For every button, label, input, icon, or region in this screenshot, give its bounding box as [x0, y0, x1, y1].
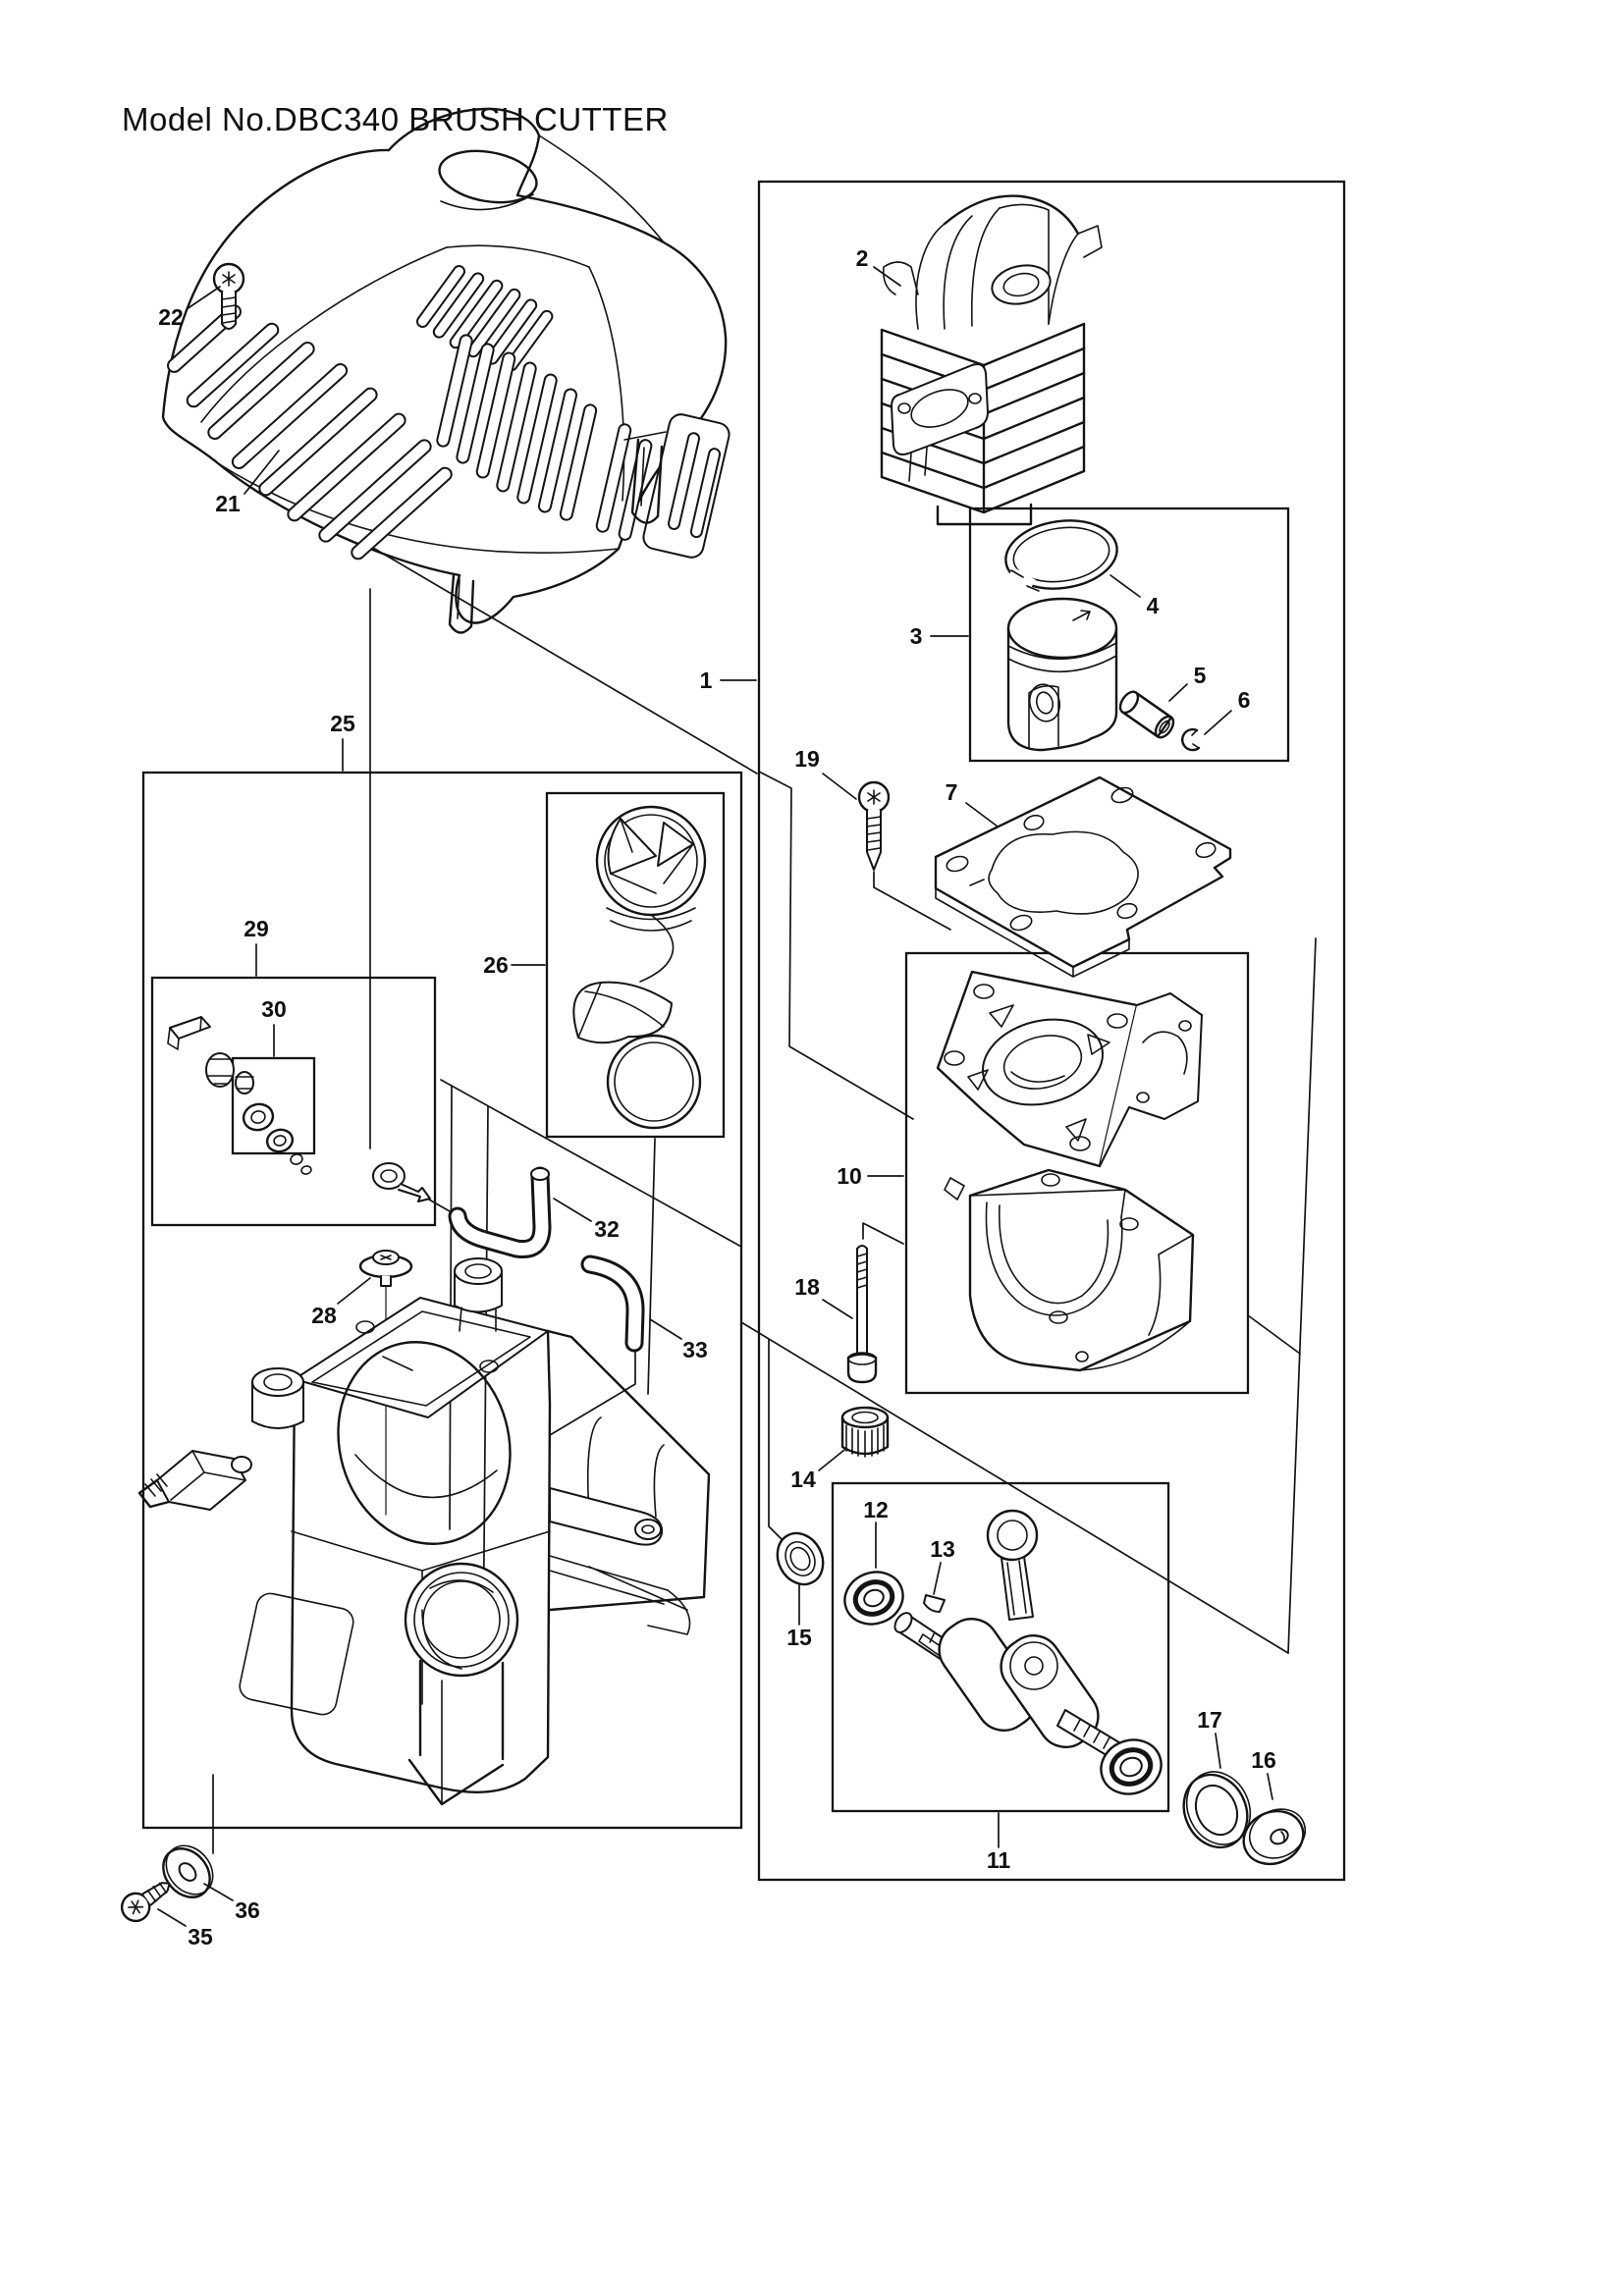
part-label-14: 14 [790, 1467, 816, 1492]
part-label-2: 2 [856, 245, 869, 271]
part-label-3: 3 [910, 623, 923, 649]
diagram-title: Model No.DBC340 BRUSH CUTTER [122, 101, 669, 137]
part-label-33: 33 [682, 1337, 708, 1362]
part-label-5: 5 [1194, 663, 1207, 688]
part-spacer-16 [1242, 1808, 1307, 1866]
projection-lines [212, 547, 1317, 1854]
part-label-4: 4 [1147, 593, 1160, 618]
part-crankcase-lower [944, 1168, 1195, 1372]
part-label-1: 1 [700, 667, 713, 693]
housing-left-bracket [137, 1450, 252, 1511]
part-number-labels: 1 2 3 4 5 6 7 10 11 12 13 14 15 16 17 18… [158, 245, 1276, 1949]
group-box-piston-3 [968, 507, 1290, 763]
part-key-13 [923, 1594, 946, 1613]
tank-label-recess [239, 1592, 354, 1716]
cover-louvers-top-right [415, 265, 554, 372]
part-label-21: 21 [215, 491, 241, 516]
part-oil-seal-15 [776, 1531, 825, 1586]
part-cylinder-2 [880, 194, 1103, 526]
group-box-carb-29 [150, 976, 437, 1227]
part-label-10: 10 [837, 1163, 862, 1189]
part-washer-17 [1182, 1771, 1252, 1849]
part-label-25: 25 [330, 711, 355, 736]
part-crankshaft-11 [893, 1509, 1163, 1795]
housing-boss-left [251, 1367, 304, 1429]
spark-plug-boss [991, 264, 1052, 305]
part-engine-cover-21 [161, 107, 730, 634]
part-main-housing [137, 1257, 711, 1806]
part-label-18: 18 [794, 1274, 820, 1300]
part-washer-36 [162, 1844, 214, 1898]
group-box-crankshaft-11 [831, 1481, 1170, 1813]
cap-tether [639, 914, 675, 983]
housing-boss-right [454, 1257, 503, 1332]
part-screw-28 [358, 1250, 413, 1287]
part-screw-19 [857, 780, 891, 871]
part-circlip-6 [1181, 727, 1201, 752]
piston-arrow [1072, 610, 1091, 621]
part-label-30: 30 [261, 996, 287, 1022]
part-ball-bearing-12 [843, 1571, 904, 1626]
part-label-6: 6 [1238, 687, 1251, 713]
part-label-35: 35 [188, 1924, 213, 1949]
housing-right-arm [546, 1329, 711, 1635]
part-label-28: 28 [311, 1303, 337, 1328]
part-label-16: 16 [1251, 1747, 1276, 1773]
part-label-29: 29 [243, 916, 269, 941]
part-piston-3 [1006, 597, 1118, 752]
part-label-7: 7 [946, 779, 958, 805]
part-piston-pin-5 [1118, 690, 1175, 739]
cap-retainer [572, 981, 673, 1044]
group-box-fuelcap-26 [545, 791, 726, 1139]
crankcase-bracket [1099, 992, 1203, 1167]
part-label-19: 19 [794, 746, 820, 772]
cover-handle-hole [438, 149, 538, 204]
part-label-15: 15 [786, 1625, 812, 1650]
tank-filler-neck [404, 1562, 519, 1806]
part-label-12: 12 [863, 1497, 889, 1522]
cap-o-ring [606, 1034, 702, 1130]
part-label-11: 11 [987, 1847, 1011, 1873]
part-carb-group-29 [167, 1016, 431, 1202]
label-leader-lines [157, 266, 1273, 1927]
part-needle-bearing-14 [840, 1406, 890, 1458]
part-gasket-7 [934, 775, 1232, 978]
cover-clip-bottom [448, 573, 475, 634]
part-screw-35 [120, 1882, 171, 1923]
part-label-26: 26 [483, 952, 509, 978]
part-hose-33 [580, 1255, 645, 1353]
part-hose-32 [448, 1166, 552, 1259]
part-label-13: 13 [930, 1536, 955, 1562]
part-fuel-cap-26 [572, 805, 707, 1130]
group-box-housing-25 [141, 771, 743, 1830]
part-elbow-fitting [372, 1162, 431, 1202]
cover-louvers-right [436, 334, 730, 559]
part-label-22: 22 [158, 304, 184, 330]
part-label-17: 17 [1197, 1707, 1222, 1733]
part-piston-ring-4 [1004, 519, 1118, 596]
part-bolt-18 [846, 1245, 878, 1384]
part-screw-22 [212, 262, 245, 330]
part-label-36: 36 [235, 1897, 260, 1923]
group-box-engine-1 [757, 180, 1346, 1882]
exhaust-flange [891, 363, 989, 455]
group-box-grommets-30 [231, 1056, 316, 1155]
part-label-32: 32 [594, 1216, 620, 1242]
part-crankcase-upper [936, 970, 1203, 1168]
cover-clip-right [630, 438, 664, 524]
